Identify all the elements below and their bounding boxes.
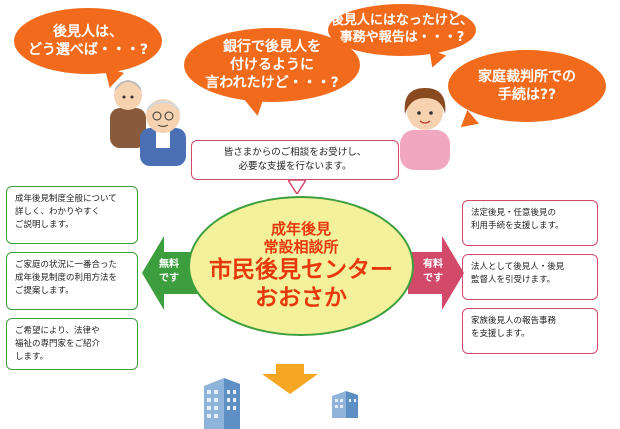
free-label: 無料 です xyxy=(159,259,179,284)
center-title-line2: 常設相談所 xyxy=(263,238,339,257)
down-triangle-icon xyxy=(288,180,306,194)
small-building-icon xyxy=(332,391,358,418)
free-arrow-left-icon xyxy=(142,236,198,310)
paid-service-report-support: 家族後見人の報告事務 を支援します。 xyxy=(462,308,598,354)
woman-illustration xyxy=(400,88,450,170)
paid-arrow-right-icon xyxy=(408,236,464,310)
speech-bubble-court-procedure: 家庭裁判所での 手続は?? xyxy=(448,50,606,122)
speech-bubble-bank-request: 銀行で後見人を 付けるように 言われたけど・・・? xyxy=(184,28,360,102)
center-title-line1: 成年後見 xyxy=(270,220,331,239)
free-service-referral: ご希望により、法律や 福祉の専門家をご紹介 します。 xyxy=(6,318,138,370)
center-title-line3: 市民後見センター xyxy=(209,257,393,284)
building-icon xyxy=(204,378,240,429)
free-service-explanation: 成年後見制度全般について 詳しく、わかりやすく ご説明します。 xyxy=(6,186,138,244)
speech-bubble-how-to-choose: 後見人は、 どう選べば・・・? xyxy=(14,8,162,74)
consultation-message-box: 皆さまからのご相談をお受けし、 必要な支援を行ないます。 xyxy=(191,140,399,180)
paid-service-procedure-support: 法定後見・任意後見の 利用手続を支援します。 xyxy=(462,200,598,246)
elderly-couple-illustration xyxy=(110,80,186,166)
paid-label: 有料 です xyxy=(423,259,443,284)
down-arrow-icon xyxy=(262,364,318,394)
speech-bubble-reporting: 後見人にはなったけど、 事務や報告は・・・? xyxy=(328,4,476,56)
center-name-oval: 成年後見 常設相談所 市民後見センター おおさか xyxy=(188,196,414,336)
center-title-line4: おおさか xyxy=(255,285,347,312)
free-service-proposal: ご家庭の状況に一番合った 成年後見制度の利用方法を ご提案します。 xyxy=(6,252,138,310)
paid-service-corporate-guardian: 法人として後見人・後見 監督人を引受けます。 xyxy=(462,254,598,300)
